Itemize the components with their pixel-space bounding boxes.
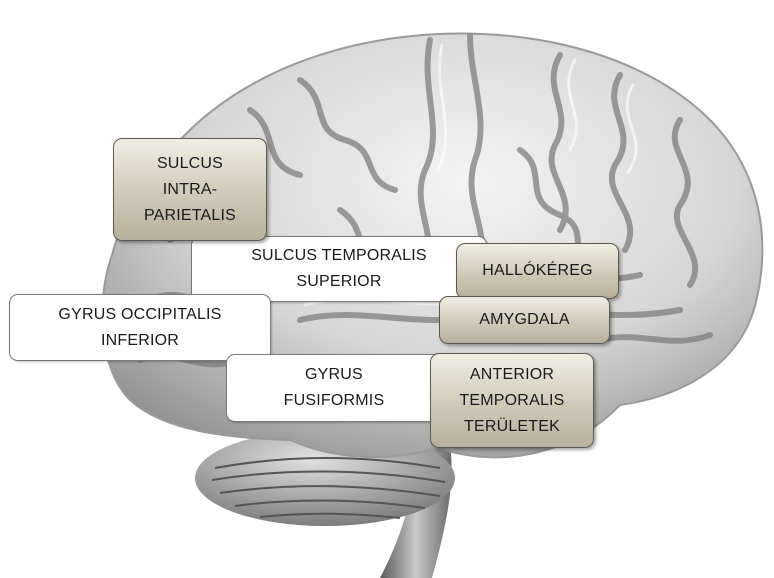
label-sulcus-intraparietalis: SULCUS INTRA- PARIETALIS [113,138,267,241]
label-gyrus-occipitalis-inferior: GYRUS OCCIPITALIS INFERIOR [9,294,271,361]
label-anterior-temporalis-teruletek: ANTERIOR TEMPORALIS TERÜLETEK [430,353,594,448]
label-sulcus-temporalis-superior: SULCUS TEMPORALIS SUPERIOR [191,236,487,302]
label-amygdala: AMYGDALA [439,296,610,344]
label-gyrus-fusiformis: GYRUS FUSIFORMIS [226,354,442,422]
label-hallokereg: HALLÓKÉREG [456,243,619,299]
